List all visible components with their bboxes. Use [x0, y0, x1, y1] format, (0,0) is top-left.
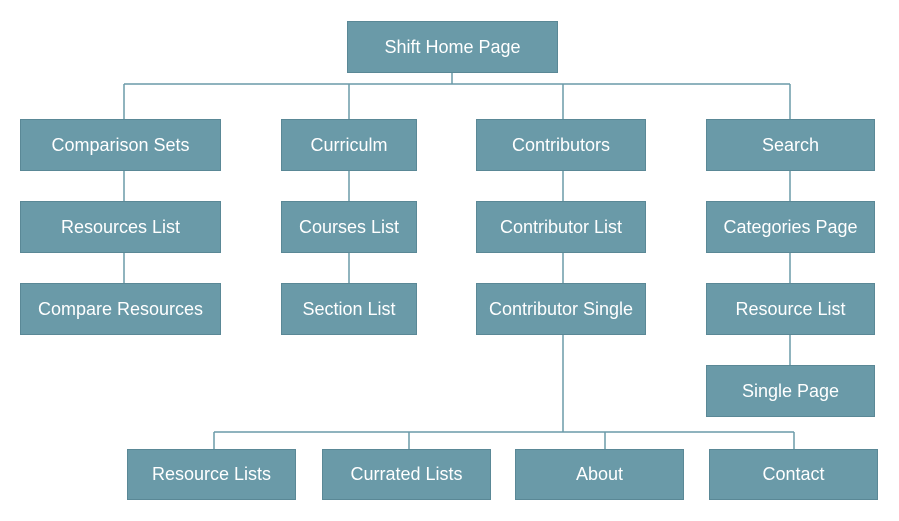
node-currated-lists[interactable]: Currated Lists [322, 449, 491, 500]
node-contributor-list[interactable]: Contributor List [476, 201, 646, 253]
node-shift-home-page[interactable]: Shift Home Page [347, 21, 558, 73]
node-resource-list[interactable]: Resource List [706, 283, 875, 335]
node-label: Comparison Sets [51, 134, 190, 155]
node-contributor-single[interactable]: Contributor Single [476, 283, 646, 335]
node-label: Compare Resources [37, 298, 204, 319]
node-label: Contributor List [499, 216, 623, 237]
node-single-page[interactable]: Single Page [706, 365, 875, 417]
node-contact[interactable]: Contact [709, 449, 878, 500]
node-label: Shift Home Page [384, 36, 521, 57]
node-label: Resource Lists [151, 464, 272, 484]
node-label: Courses List [298, 216, 400, 237]
node-comparison-sets[interactable]: Comparison Sets [20, 119, 221, 171]
node-compare-resources[interactable]: Compare Resources [20, 283, 221, 335]
node-courses-list[interactable]: Courses List [281, 201, 417, 253]
node-curriculm[interactable]: Curriculm [281, 119, 417, 171]
node-contributors[interactable]: Contributors [476, 119, 646, 171]
node-label: Section List [302, 298, 396, 319]
node-section-list[interactable]: Section List [281, 283, 417, 335]
node-resource-lists[interactable]: Resource Lists [127, 449, 296, 500]
node-label: Curriculm [310, 134, 388, 155]
node-about[interactable]: About [515, 449, 684, 500]
node-label: Single Page [741, 380, 840, 401]
node-label: Categories Page [723, 216, 858, 237]
node-label: About [575, 464, 624, 484]
node-label: Contributors [511, 134, 611, 155]
node-resources-list[interactable]: Resources List [20, 201, 221, 253]
node-label: Currated Lists [350, 464, 463, 484]
node-label: Resources List [60, 216, 181, 237]
node-label: Search [761, 134, 820, 155]
node-categories-page[interactable]: Categories Page [706, 201, 875, 253]
node-search[interactable]: Search [706, 119, 875, 171]
node-label: Resource List [735, 298, 846, 319]
node-label: Contributor Single [488, 298, 634, 319]
node-label: Contact [762, 464, 825, 484]
